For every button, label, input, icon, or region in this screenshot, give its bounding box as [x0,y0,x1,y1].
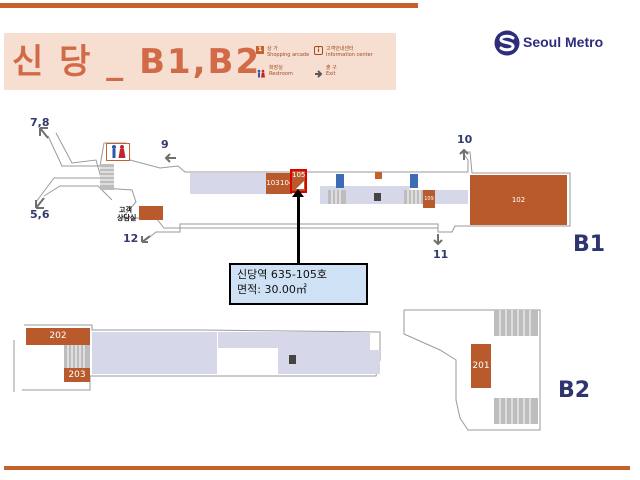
legend-restroom-label-en: Restroom [269,71,293,77]
seoul-metro-logo-icon [494,30,520,56]
legend-exit-label-en: Exit [326,71,336,77]
b2-concourse-mid [218,332,278,348]
b1-escalator-left [336,174,344,188]
service-center-label-line2: 상담실 [117,214,137,222]
shop-104-label: 104 [280,179,294,187]
title-panel [4,33,396,90]
callout-arrowhead-icon [292,189,304,197]
b1-escalator-right [410,174,418,188]
shop-105-label: 105 [292,171,306,179]
exit-label-5-6: 5,6 [30,208,50,221]
shop-202-label: 202 [49,331,67,341]
exit-label-12: 12 [123,232,139,245]
shop-104[interactable]: 104 [280,173,294,194]
shop-102[interactable]: 102 [470,175,567,225]
b1-exit-arrows [35,127,469,246]
shop-legend-icon: 1 [256,46,264,54]
b1-concourse-west [190,173,270,194]
b2-elevator-marker [289,355,296,364]
info-center-icon-glyph: i [317,47,320,54]
b2-stairs-north [494,310,538,336]
shop-103-label: 103 [266,179,280,187]
shop-201-label: 201 [472,361,490,371]
callout-pointer [297,193,300,263]
level-label-b2: B2 [558,378,591,403]
shop-109-label: 109 [424,196,434,202]
legend-info-label-en: Information center [326,52,373,58]
callout-shop-id: 신당역 635-105호 [237,268,327,281]
shop-103[interactable]: 103 [266,173,280,194]
b2-stairs-south [494,398,538,424]
seoul-metro-logo-text: Seoul Metro [523,34,604,50]
shop-203-label: 203 [68,370,86,380]
legend-shop-label-en: Shopping arcade [267,52,310,58]
bottom-accent-bar [4,466,630,470]
legend: 1 상 가 Shopping arcade i 고객안내센터 Informati… [256,46,396,82]
shop-202[interactable]: 202 [26,328,90,345]
b1-elevator-marker [374,193,381,201]
exit-label-11: 11 [433,248,449,261]
legend-shop-label-ko: 상 가 [267,46,278,52]
b1-info-center-marker [375,172,382,179]
top-accent-bar [0,3,418,8]
shop-201[interactable]: 201 [471,344,491,388]
b2-concourse-west [92,332,217,374]
shop-109[interactable]: 109 [423,190,435,208]
restroom-icon [106,143,130,161]
legend-info-label-ko: 고객안내센터 [326,46,354,52]
exit-arrow-icon [314,64,324,78]
callout-area: 면적: 30.00㎡ [237,283,307,296]
info-center-icon: i [314,46,323,55]
station-title: 신 당 _ B1,B2 [12,42,262,82]
shop-info-callout: 신당역 635-105호 면적: 30.00㎡ [229,263,368,305]
service-center-label-line1: 고객 [119,206,132,214]
exit-label-7-8: 7,8 [30,116,50,129]
service-center[interactable]: 고객 상담실 [117,205,163,222]
shop-102-label: 102 [511,196,526,204]
door-marker-icon [296,181,304,189]
service-center-room [139,206,163,220]
shop-203[interactable]: 203 [64,368,90,382]
restroom-legend-icon [256,64,266,78]
legend-exit-label-ko: 출 구 [326,65,337,71]
level-label-b1: B1 [573,232,606,257]
b2-concourse-east-notch [300,350,380,374]
exit-label-10: 10 [457,133,473,146]
exit-label-9: 9 [161,138,169,151]
legend-restroom-label-ko: 화장실 [269,65,283,71]
b2-outline [13,309,541,431]
